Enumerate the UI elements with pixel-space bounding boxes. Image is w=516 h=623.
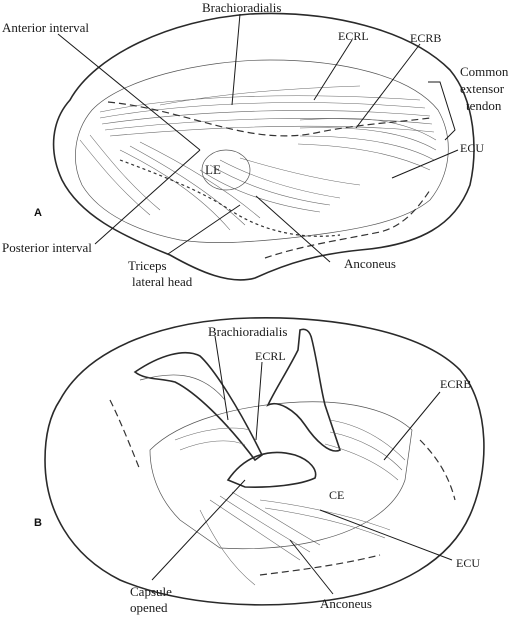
label-common-extensor-3: tendon [466, 98, 502, 113]
label-ecrl-a: ECRL [338, 29, 369, 43]
panel-b-muscle-fibers [174, 419, 406, 586]
panel-b-skin-outline [44, 317, 485, 606]
panel-a-skin-incision [264, 189, 431, 259]
panel-a-lower-muscle-fibers [79, 134, 361, 231]
label-posterior-interval: Posterior interval [2, 240, 92, 255]
label-triceps-2: lateral head [132, 274, 193, 289]
panel-letter-a: A [34, 207, 42, 219]
retractor-right [266, 328, 341, 452]
label-ecrb-a: ECRB [410, 31, 441, 45]
label-common-extensor-1: Common [460, 64, 509, 79]
panel-a-leader-lines [57, 13, 459, 263]
label-anterior-interval: Anterior interval [2, 20, 89, 35]
opened-capsule-shape [226, 451, 317, 488]
anterior-interval-line [107, 101, 431, 137]
label-ecu-a: ECU [460, 141, 484, 155]
panel-b-labels: Brachioradialis ECRL ECRB CE B ECU Capsu… [34, 324, 480, 615]
label-brachioradialis-b: Brachioradialis [208, 324, 287, 339]
panel-b-dashed-right [419, 439, 456, 501]
panel-b-leader-lines [151, 335, 453, 595]
panel-b-illustration [44, 317, 485, 606]
panel-a-illustration [52, 12, 475, 281]
lateral-epicondyle-shape [201, 149, 251, 191]
panel-a-inner-skin [75, 59, 449, 243]
label-triceps-1: Triceps [128, 258, 167, 273]
label-ce: CE [329, 488, 344, 502]
panel-a-skin-outline [52, 12, 475, 281]
panel-b-wound-edge [149, 401, 413, 550]
panel-a-labels: Brachioradialis Anterior interval ECRL E… [2, 0, 509, 289]
label-brachioradialis-a: Brachioradialis [202, 0, 281, 15]
label-ecu-b: ECU [456, 556, 480, 570]
label-anconeus-a: Anconeus [344, 256, 396, 271]
panel-b-dashed-left [109, 399, 141, 471]
common-extensor-tendon-bracket [428, 81, 456, 141]
label-common-extensor-2: extensor [460, 81, 505, 96]
panel-a-upper-muscle-fibers [99, 85, 437, 171]
label-capsule-1: Capsule [130, 584, 172, 599]
label-capsule-2: opened [130, 600, 168, 615]
label-le: LE [205, 162, 221, 177]
label-ecrl-b: ECRL [255, 349, 286, 363]
label-ecrb-b: ECRB [440, 377, 471, 391]
label-anconeus-b: Anconeus [320, 596, 372, 611]
panel-b-dashed-lower [259, 554, 381, 576]
posterior-interval-line [119, 159, 341, 237]
panel-letter-b: B [34, 517, 42, 529]
